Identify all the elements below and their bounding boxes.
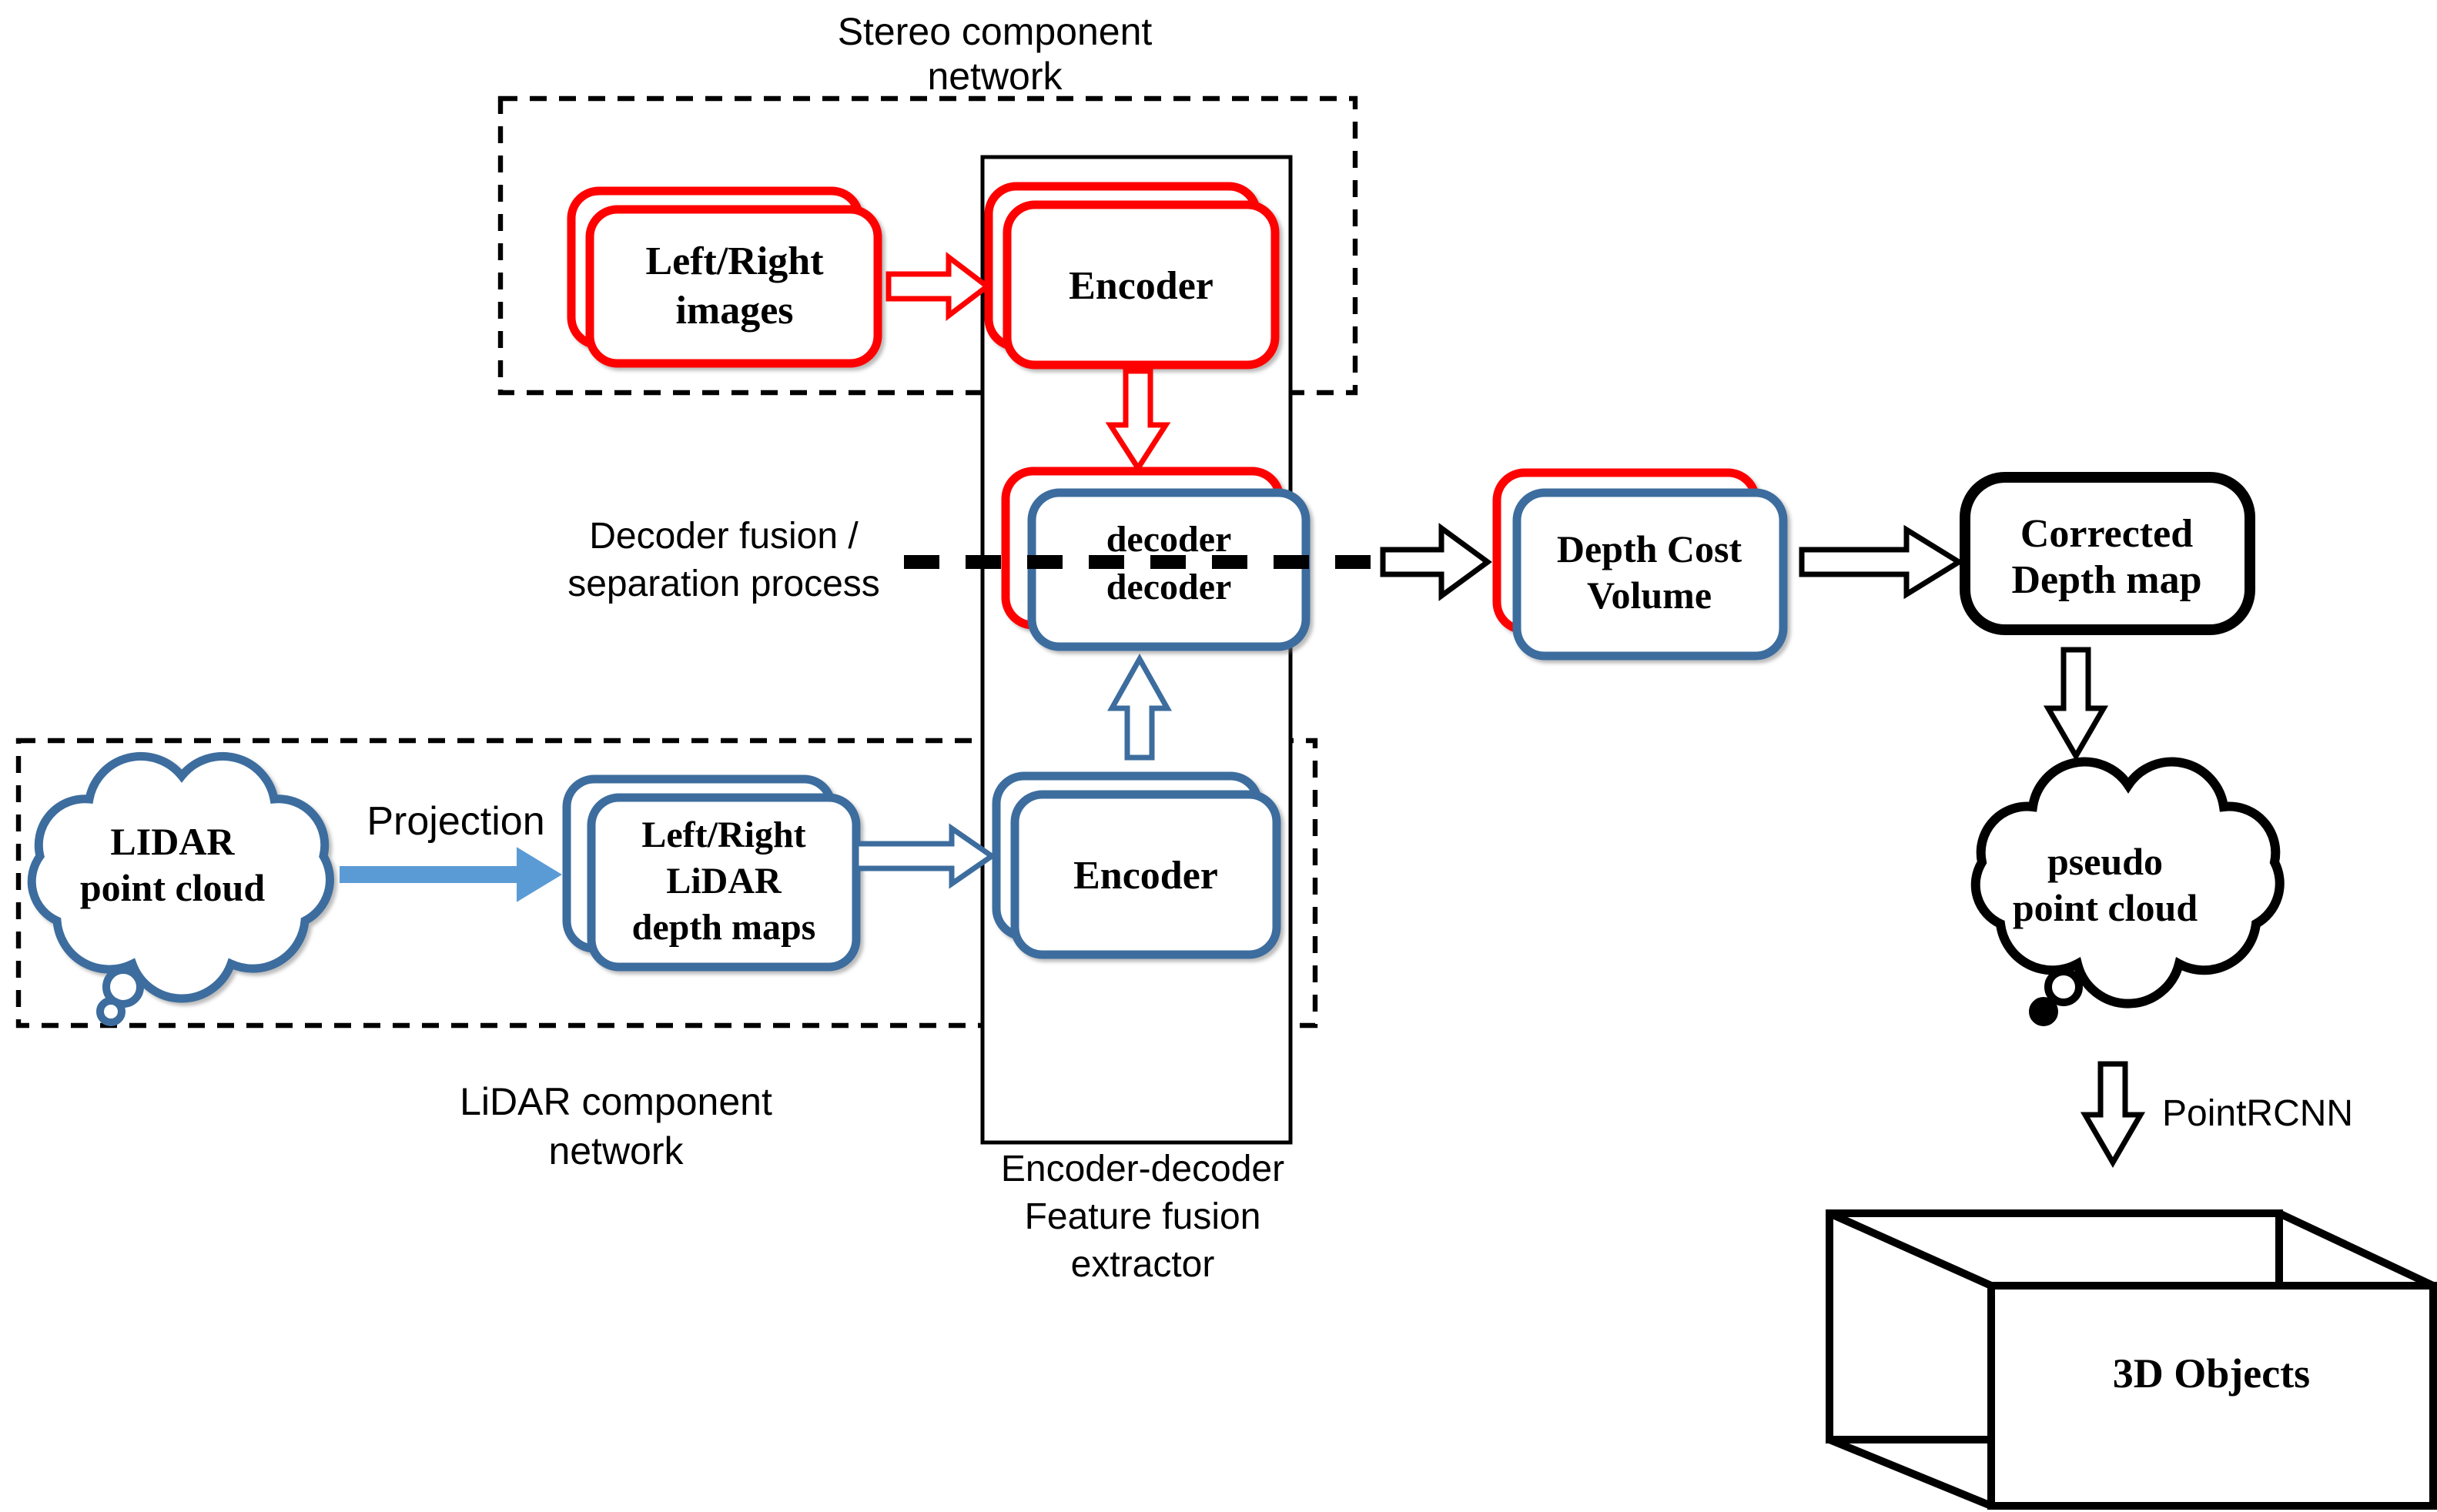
pointrcnn-arrow (2080, 1061, 2146, 1168)
lidar-network-label: LiDAR component network (460, 1081, 772, 1173)
pseudo-cloud-tail-bubble (2044, 968, 2083, 1006)
depth-cost-volume-box-blue (1512, 488, 1788, 661)
stereo-encoder-box-front (1003, 200, 1280, 370)
lidar-cloud-tail-bubble-2 (96, 997, 126, 1026)
depth-cost-volume-box (1492, 468, 1788, 661)
projection-arrow (340, 847, 562, 902)
depth-cost-volume-label: Depth Cost Volume (1556, 530, 1742, 617)
lidar-encoder-box (992, 771, 1281, 959)
lidar-point-cloud-label: LIDAR point cloud (79, 822, 266, 910)
pseudo-point-cloud-label: pseudo point cloud (2012, 842, 2198, 930)
feature-extractor-label: Encoder-decoder Feature fusion extractor (1000, 1149, 1285, 1286)
3d-objects-label: 3D Objects (2112, 1350, 2311, 1397)
3d-box-edge-top-right (2277, 1209, 2435, 1290)
3d-box-edge-bottom-left (1828, 1436, 1993, 1510)
decoder-to-cost-volume-arrow (1380, 523, 1492, 601)
left-right-images-label: Left/Right images (645, 239, 824, 333)
stereo-encoder-label: Encoder (1069, 263, 1213, 308)
lidar-depth-maps-box-front (587, 793, 861, 972)
decoder-label: decoder decoder (1106, 520, 1232, 608)
left-right-images-box (567, 186, 882, 368)
corrected-depth-map-label: Corrected Depth map (2011, 511, 2202, 602)
lidar-encoder-label: Encoder (1073, 853, 1218, 898)
lidar-depth-maps-label: Left/Right LiDAR depth maps (631, 816, 816, 948)
pseudo-point-cloud-shape (1970, 757, 2285, 1026)
depth-maps-to-encoder-arrow (853, 823, 997, 889)
lidar-depth-maps-box (562, 774, 861, 972)
pointrcnn-label: PointRCNN (2162, 1093, 2354, 1135)
stereo-encoder-box (984, 182, 1280, 370)
decoder-fusion-label: Decoder fusion / separation process (567, 516, 880, 605)
corrected-to-pseudo-arrow (2043, 647, 2109, 761)
lidar-encoder-to-decoder-arrow (1107, 653, 1172, 761)
projection-label: Projection (367, 798, 545, 844)
decoder-box-blue (1027, 488, 1311, 651)
images-to-encoder-arrow (885, 251, 992, 322)
3d-box-front-face (1987, 1282, 2437, 1510)
pseudo-cloud-outline (1970, 757, 2285, 1009)
stereo-network-dashed-box (497, 95, 1358, 396)
lidar-network-dashed-box (15, 738, 1318, 1029)
3d-box-edge-top-left (1827, 1209, 1993, 1290)
corrected-depth-map-box (1960, 472, 2255, 635)
lidar-cloud-outline (27, 751, 334, 1003)
left-right-images-box-front (585, 205, 882, 368)
3d-objects-box (1826, 1209, 2437, 1510)
lidar-point-cloud-shape (27, 751, 334, 1026)
encoder-to-decoder-arrow (1105, 368, 1171, 473)
lidar-encoder-box-front (1010, 790, 1281, 959)
pseudo-cloud-tail-dot (2029, 997, 2058, 1026)
stereo-network-label: Stereo component network (837, 11, 1153, 99)
cost-volume-to-corrected-arrow (1799, 524, 1964, 600)
decoder-box (1001, 467, 1311, 651)
